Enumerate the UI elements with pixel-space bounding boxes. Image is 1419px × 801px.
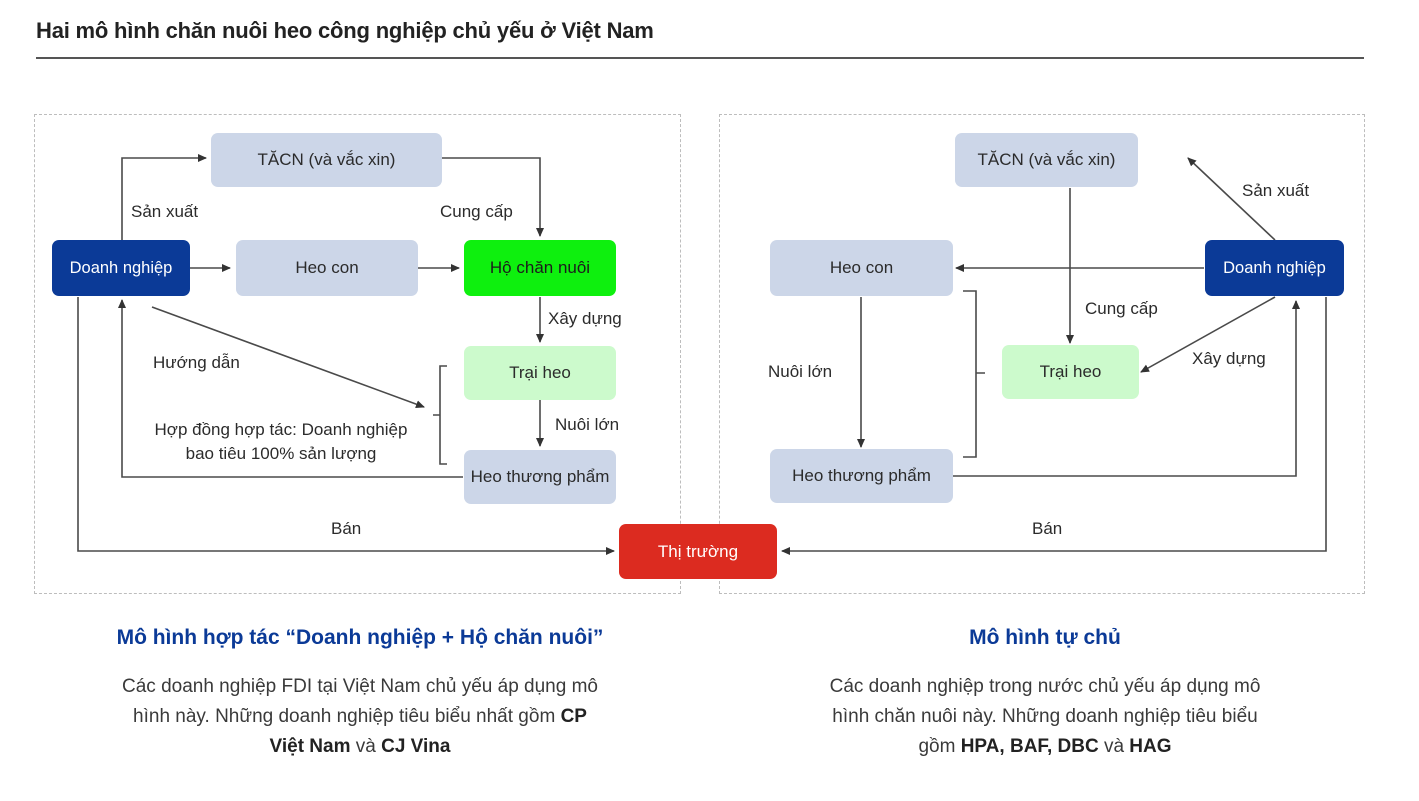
company-baf: BAF [1009,736,1047,757]
label-build: Xây dựng [548,309,622,328]
company-cp-b: Việt Nam [269,736,351,757]
left-caption-body: Các doanh nghiệp FDI tại Việt Nam chủ yế… [20,672,700,762]
arrow-enterprise-sell-market [77,297,615,555]
label-raise: Nuôi lớn [555,415,620,434]
right-caption-prefix: gồm [918,736,961,757]
company-dbc: DBC [1057,736,1099,757]
node-piglet: Heo con [236,240,418,296]
left-caption-title: Mô hình hợp tác “Doanh nghiệp + Hộ chăn … [116,626,604,649]
label-contract-line2: bao tiêu 100% sản lượng [185,444,377,463]
node-feed-right: TĂCN (và vắc xin) [955,133,1138,187]
left-caption-line1: Các doanh nghiệp FDI tại Việt Nam chủ yế… [122,676,598,697]
contract-bracket [433,365,447,465]
joiner: và [350,736,382,757]
label-sell-right: Bán [1032,519,1063,538]
node-farm: Trại heo [464,346,616,400]
node-piglet-right: Heo con [770,240,953,296]
arrow-finished-to-enterprise [118,299,463,478]
right-caption-body: Các doanh nghiệp trong nước chủ yếu áp d… [705,672,1385,762]
right-caption-line1: Các doanh nghiệp trong nước chủ yếu áp d… [829,676,1261,697]
sep: , [999,736,1010,757]
label-raise-right: Nuôi lớn [768,362,833,381]
node-farm-right: Trại heo [1002,345,1139,399]
label-contract-line1: Hợp đồng hợp tác: Doanh nghiệp [154,420,408,439]
right-caption-title: Mô hình tự chủ [969,626,1121,649]
node-market: Thị trường [619,524,777,579]
left-caption-line3: Việt Nam và CJ Vina [20,732,700,762]
arrow-feed-to-household [442,157,544,237]
label-sell: Bán [331,519,362,538]
label-produce-right: Sản xuất [1242,181,1310,200]
right-caption-line2: hình chăn nuôi này. Những doanh nghiệp t… [832,706,1258,727]
node-household: Hộ chăn nuôi [464,240,616,296]
arrow-enterprise-to-feed-right [1187,157,1276,241]
company-hpa: HPA [960,736,1000,757]
page-title: Hai mô hình chăn nuôi heo công nghiệp ch… [36,18,654,43]
label-produce: Sản xuất [131,202,199,221]
company-hag: HAG [1129,736,1172,757]
arrow-guide [151,306,425,408]
label-supply-right: Cung cấp [1085,299,1158,318]
label-guide: Hướng dẫn [153,353,240,372]
sep: , [1046,736,1058,757]
node-feed: TĂCN (và vắc xin) [211,133,442,187]
node-enterprise: Doanh nghiệp [52,240,190,296]
joiner: và [1098,736,1130,757]
left-caption-text: hình này. Những doanh nghiệp tiêu biểu n… [133,706,561,727]
right-model-panel [719,114,1365,594]
arrow-finished-to-enterprise-right [953,300,1300,477]
arrow-enterprise-sell-market-right [781,297,1327,555]
label-supply: Cung cấp [440,202,513,221]
node-finished-pig-right: Heo thương phẩm [770,449,953,503]
left-model-panel [34,114,681,594]
node-finished-pig: Heo thương phẩm [464,450,616,504]
left-caption-line2: hình này. Những doanh nghiệp tiêu biểu n… [20,702,700,732]
node-enterprise-right: Doanh nghiệp [1205,240,1344,296]
label-build-right: Xây dựng [1192,349,1266,368]
arrow-enterprise-to-feed [121,154,207,240]
right-caption-line3: gồm HPA, BAF, DBC và HAG [705,732,1385,762]
company-cp-a: CP [560,706,587,727]
title-divider [36,57,1364,59]
company-cj-vina: CJ Vina [381,736,451,757]
bracket-right [963,290,985,458]
arrow-build-right [1140,296,1276,373]
